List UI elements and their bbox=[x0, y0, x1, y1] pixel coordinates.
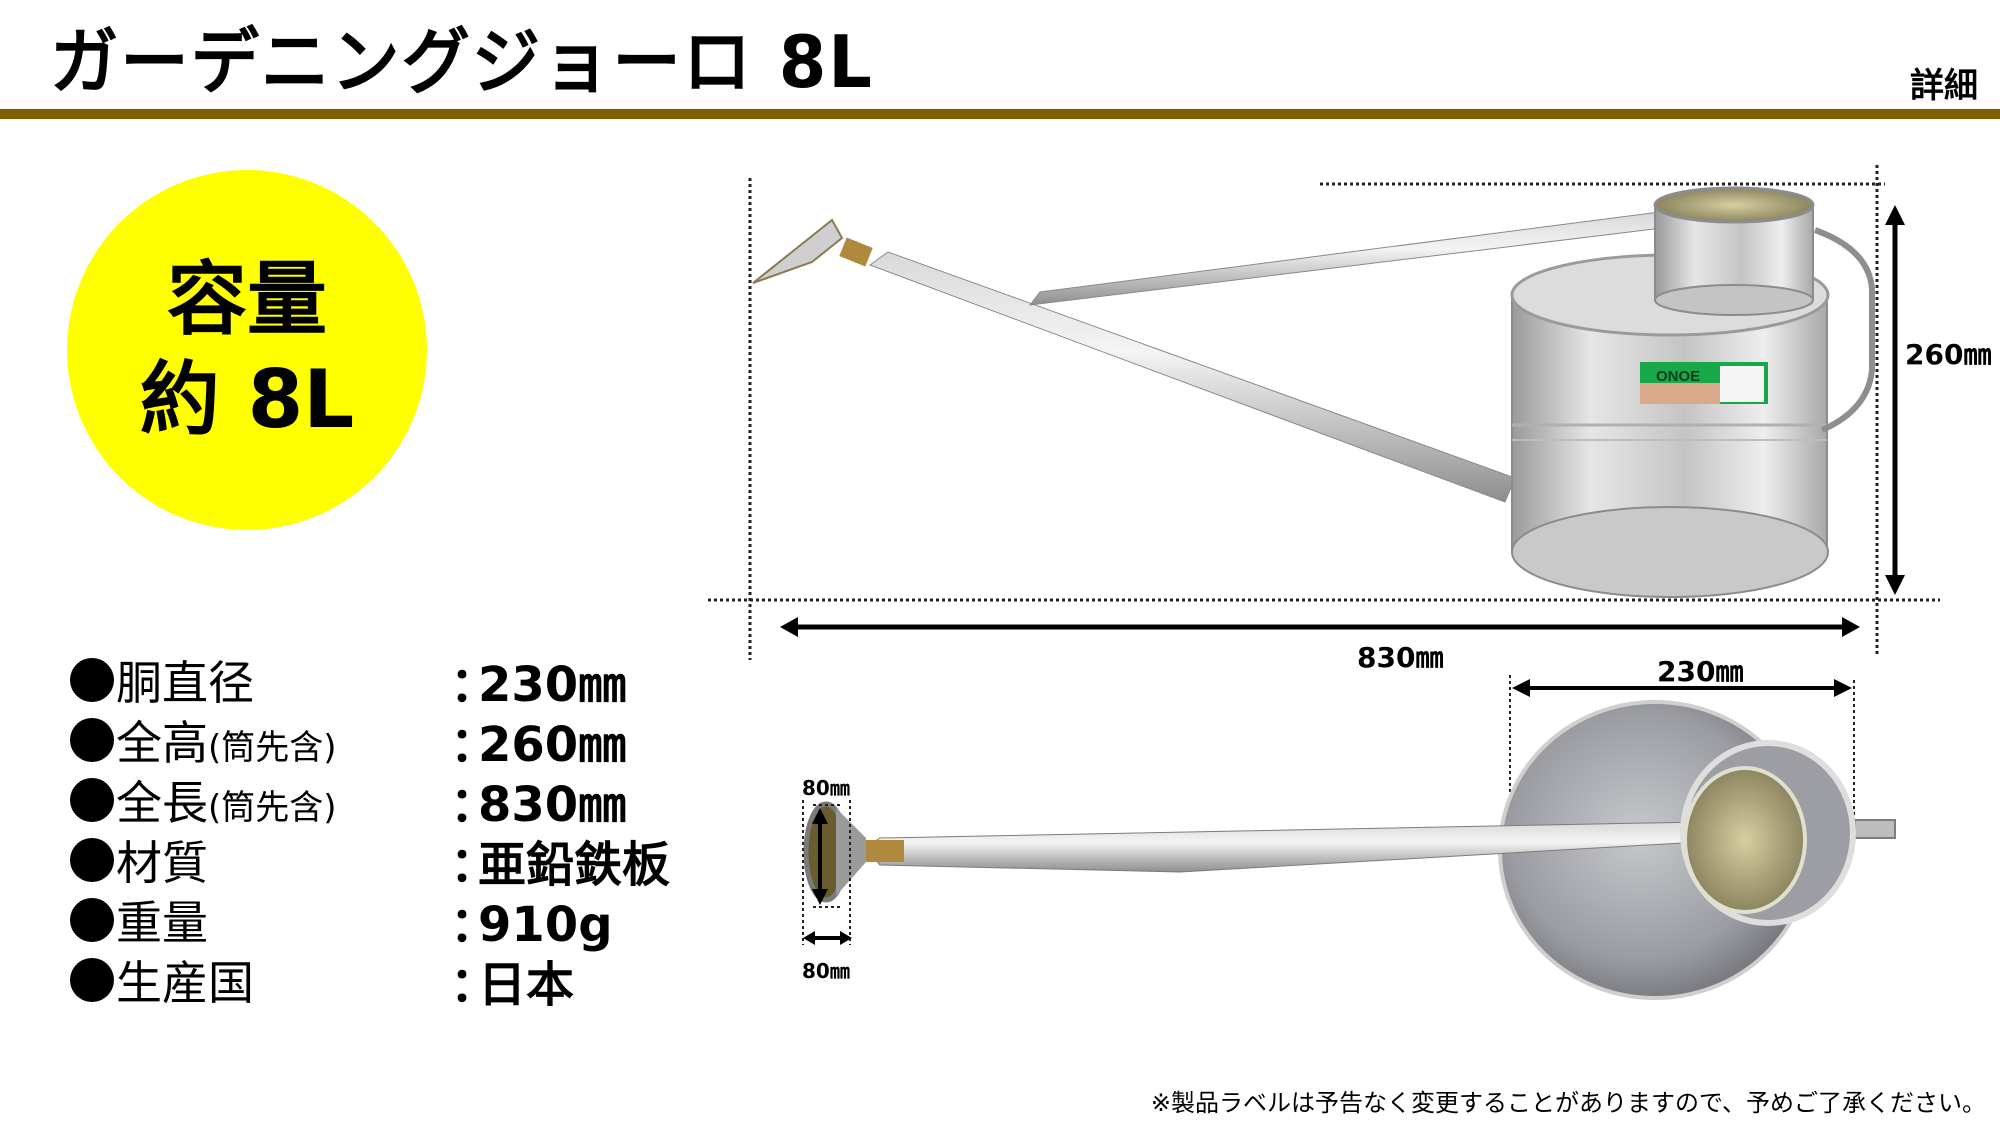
spec-row-weight: 重量 ：910g bbox=[70, 890, 710, 953]
capacity-badge-label: 容量 bbox=[167, 253, 327, 346]
brand-label: ONOE bbox=[1656, 368, 1700, 385]
spec-label: 材質 bbox=[116, 836, 208, 890]
bullet-icon bbox=[70, 898, 114, 942]
spec-row-height: 全高(筒先含) ：260㎜ bbox=[70, 710, 710, 773]
spec-value: ：日本 bbox=[450, 957, 575, 1013]
spec-label: 重量 bbox=[116, 896, 208, 950]
spec-label: 胴直径 bbox=[116, 656, 254, 710]
spec-label: 全長(筒先含) bbox=[116, 776, 337, 830]
bullet-icon bbox=[70, 658, 114, 702]
spec-value: ：230㎜ bbox=[450, 657, 627, 713]
spec-row-diameter: 胴直径 ：230㎜ bbox=[70, 650, 710, 713]
spec-row-material: 材質 ：亜鉛鉄板 bbox=[70, 830, 710, 893]
rose-width-label: 80㎜ bbox=[802, 959, 850, 983]
spec-row-origin: 生産国 ：日本 bbox=[70, 950, 710, 1013]
disclaimer-footnote: ※製品ラベルは予告なく変更することがありますので、予めご了承ください。 bbox=[1150, 1089, 1986, 1117]
bullet-icon bbox=[70, 958, 114, 1002]
capacity-badge: 容量 約 8L bbox=[67, 170, 427, 530]
page-title: ガーデニングジョーロ 8L bbox=[50, 20, 874, 104]
header-divider bbox=[0, 109, 2000, 119]
spec-value: ：910g bbox=[450, 897, 613, 953]
height-dimension-label: 260㎜ bbox=[1905, 338, 1992, 371]
section-tag: 詳細 bbox=[1910, 66, 1978, 106]
diameter-dimension-label: 230㎜ bbox=[1657, 655, 1744, 688]
spec-value: ：830㎜ bbox=[450, 777, 627, 833]
spec-value: ：260㎜ bbox=[450, 717, 627, 773]
spec-label: 生産国 bbox=[116, 956, 254, 1010]
spec-list: 胴直径 ：230㎜ 全高(筒先含) ：260㎜ 全長(筒先含) ：830㎜ 材質… bbox=[70, 650, 710, 1013]
spec-row-length: 全長(筒先含) ：830㎜ bbox=[70, 770, 710, 833]
bullet-icon bbox=[70, 838, 114, 882]
spec-value: ：亜鉛鉄板 bbox=[450, 837, 671, 893]
length-dimension-label: 830㎜ bbox=[1357, 641, 1444, 674]
bullet-icon bbox=[70, 778, 114, 822]
capacity-badge-value: 約 8L bbox=[139, 353, 355, 446]
spec-label: 全高(筒先含) bbox=[116, 716, 337, 770]
bullet-icon bbox=[70, 718, 114, 762]
rose-height-label: 80㎜ bbox=[802, 776, 850, 800]
